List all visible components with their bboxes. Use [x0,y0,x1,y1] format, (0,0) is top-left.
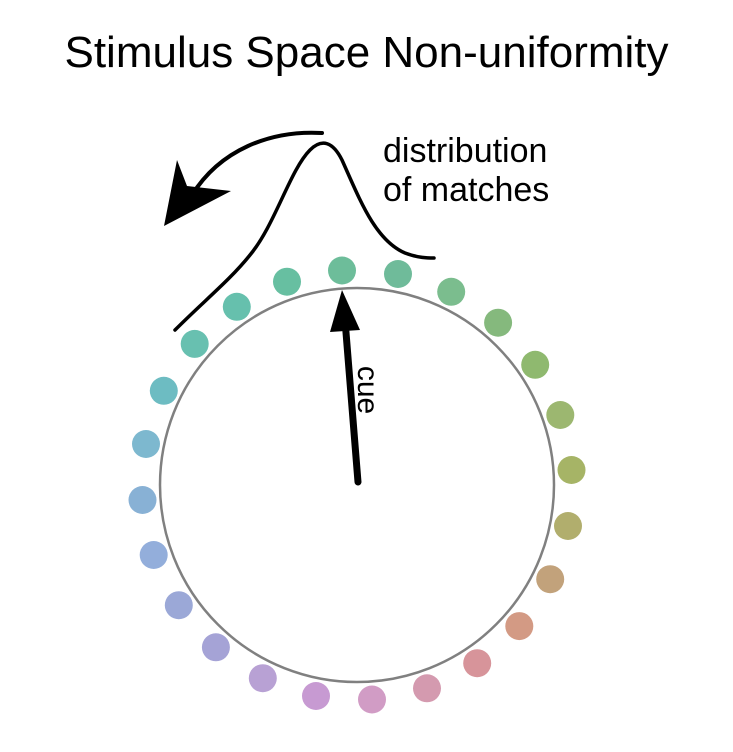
distribution-label-line1: distribution [383,132,547,170]
distribution-label-line2: of matches [383,171,549,209]
cue-label: cue [351,366,384,414]
color-dot [463,649,492,678]
color-dot [164,591,193,620]
color-dot [180,329,209,358]
page-title: Stimulus Space Non-uniformity [64,28,669,77]
color-dot [132,430,160,458]
stimulus-circle [158,286,556,684]
color-dot [328,256,356,285]
color-dot [149,376,178,405]
color-dot [384,260,412,288]
distribution-curve [173,141,436,332]
cue-arrow-head [330,290,360,332]
color-dot [248,664,277,693]
color-dot [302,682,330,710]
color-dot [201,633,230,662]
color-dot [273,267,301,296]
color-dot [505,612,534,641]
color-dot [546,401,575,429]
direction-arrow-curve [190,130,324,197]
color-dot [557,456,586,484]
color-dot [128,486,157,514]
color-dot [437,277,466,306]
color-dot [536,565,565,594]
color-dot [222,292,251,321]
color-dots [128,256,586,714]
cue-arrow-shaft [341,316,362,486]
color-dot [413,674,441,703]
direction-arrow-head [164,160,231,226]
color-dot [139,541,168,569]
color-dot [484,308,513,337]
color-dot [554,512,582,540]
color-dot [521,350,550,379]
color-dot [358,685,386,714]
